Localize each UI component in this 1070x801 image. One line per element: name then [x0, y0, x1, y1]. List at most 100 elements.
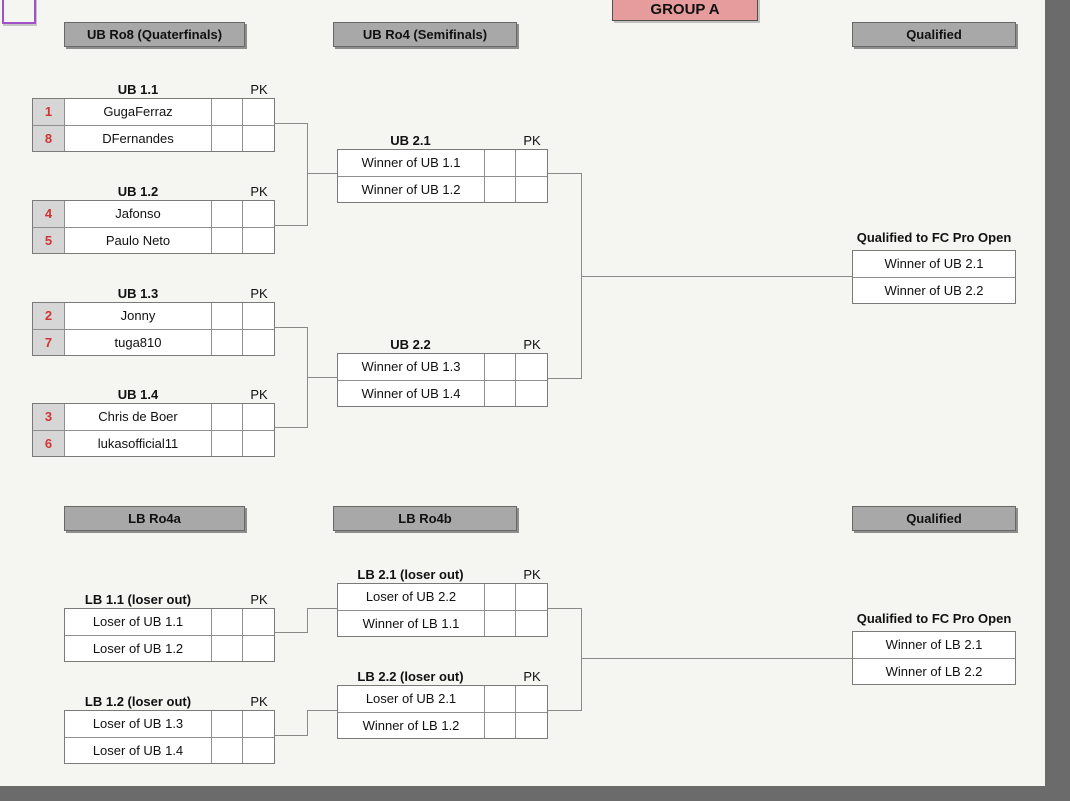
score-cell[interactable] — [484, 584, 515, 610]
player-name-cell: Loser of UB 1.2 — [92, 640, 184, 656]
pk-cell[interactable] — [515, 354, 547, 380]
score-cell[interactable] — [211, 99, 242, 125]
pk-cell[interactable] — [242, 125, 274, 151]
player-row: 2 Jonny — [33, 303, 274, 329]
header-lb-qualified[interactable]: Qualified — [852, 506, 1016, 531]
pk-column-label: PK — [250, 592, 268, 607]
pk-cell[interactable] — [242, 201, 274, 227]
pk-cell[interactable] — [242, 227, 274, 253]
pk-cell[interactable] — [515, 686, 547, 712]
player-row: Loser of UB 2.1 — [338, 686, 547, 712]
bracket-connector — [275, 123, 307, 124]
bracket-connector — [307, 710, 337, 711]
pk-column-label: PK — [250, 184, 268, 199]
score-cell[interactable] — [211, 737, 242, 763]
player-name-cell: Jonny — [120, 308, 156, 324]
pk-cell[interactable] — [515, 584, 547, 610]
pk-cell[interactable] — [515, 380, 547, 406]
player-row: 7 tuga810 — [33, 328, 274, 355]
header-lb-ro4b[interactable]: LB Ro4b — [333, 506, 517, 531]
qualified-row: Winner of LB 2.2 — [853, 657, 1015, 685]
player-name-cell: Winner of UB 1.1 — [361, 155, 461, 171]
header-ub-qualified[interactable]: Qualified — [852, 22, 1016, 47]
qualified-row: Winner of UB 2.1 — [853, 251, 1015, 277]
score-cell[interactable] — [484, 686, 515, 712]
player-name-cell: Chris de Boer — [98, 409, 178, 425]
pk-cell[interactable] — [515, 150, 547, 176]
player-row: Winner of LB 1.1 — [338, 609, 547, 636]
match-title: LB 2.2 (loser out) — [357, 669, 464, 684]
pk-cell[interactable] — [515, 610, 547, 636]
pk-column-label: PK — [523, 337, 541, 352]
right-frame-bar — [1045, 0, 1070, 801]
pk-cell[interactable] — [242, 635, 274, 661]
score-cell[interactable] — [484, 712, 515, 738]
score-cell[interactable] — [211, 430, 242, 456]
player-name-cell: GugaFerraz — [103, 104, 173, 120]
seed-cell: 5 — [33, 227, 65, 253]
seed-cell: 7 — [33, 329, 65, 355]
pk-cell[interactable] — [242, 737, 274, 763]
pk-cell[interactable] — [242, 711, 274, 737]
match-title: LB 1.2 (loser out) — [84, 694, 192, 709]
player-name-cell: Winner of UB 1.2 — [361, 181, 461, 197]
player-row: Winner of UB 1.1 — [338, 150, 547, 176]
qualified-row: Winner of UB 2.2 — [853, 276, 1015, 304]
pk-cell[interactable] — [242, 99, 274, 125]
match-title: UB 1.4 — [117, 387, 159, 402]
score-cell[interactable] — [211, 404, 242, 430]
qualified-title: Qualified to FC Pro Open — [856, 230, 1012, 245]
score-cell[interactable] — [211, 711, 242, 737]
bracket-connector — [275, 225, 307, 226]
player-row: 6 lukasofficial11 — [33, 429, 274, 456]
pk-cell[interactable] — [242, 430, 274, 456]
bracket-connector — [548, 173, 581, 174]
player-name-cell: Winner of UB 1.3 — [361, 359, 461, 375]
score-cell[interactable] — [211, 635, 242, 661]
score-cell[interactable] — [211, 609, 242, 635]
player-row: 1 GugaFerraz — [33, 99, 274, 125]
pk-cell[interactable] — [242, 303, 274, 329]
match-lb-1-2: LB 1.2 (loser out) PK Loser of UB 1.3 Lo… — [64, 694, 275, 764]
pk-column-label: PK — [250, 286, 268, 301]
score-cell[interactable] — [211, 329, 242, 355]
bracket-connector — [307, 608, 337, 609]
score-cell[interactable] — [484, 176, 515, 202]
header-ub-ro4[interactable]: UB Ro4 (Semifinals) — [333, 22, 517, 47]
group-a-button[interactable]: GROUP A — [612, 0, 758, 21]
score-cell[interactable] — [484, 150, 515, 176]
score-cell[interactable] — [484, 610, 515, 636]
score-cell[interactable] — [484, 380, 515, 406]
score-cell[interactable] — [211, 201, 242, 227]
match-lb-1-1: LB 1.1 (loser out) PK Loser of UB 1.1 Lo… — [64, 592, 275, 662]
player-name-cell: Loser of UB 1.1 — [92, 614, 184, 630]
seed-cell: 3 — [33, 404, 65, 430]
pk-cell[interactable] — [242, 609, 274, 635]
qualified-slot: Winner of LB 2.2 — [885, 663, 983, 679]
qualified-slot: Winner of UB 2.1 — [884, 256, 984, 272]
pk-column-label: PK — [523, 133, 541, 148]
pk-cell[interactable] — [242, 329, 274, 355]
player-name-cell: lukasofficial11 — [97, 435, 179, 451]
score-cell[interactable] — [211, 125, 242, 151]
header-lb-ro4a[interactable]: LB Ro4a — [64, 506, 245, 531]
match-lb-2-1: LB 2.1 (loser out) PK Loser of UB 2.2 Wi… — [337, 567, 548, 637]
match-title: UB 2.1 — [390, 133, 431, 148]
match-ub-1-2: UB 1.2 PK 4 Jafonso 5 Paulo Neto — [32, 184, 275, 254]
player-row: Winner of UB 1.3 — [338, 354, 547, 380]
pk-cell[interactable] — [242, 404, 274, 430]
pk-cell[interactable] — [515, 176, 547, 202]
bracket-connector — [307, 608, 308, 633]
qualified-title: Qualified to FC Pro Open — [856, 611, 1012, 626]
score-cell[interactable] — [484, 354, 515, 380]
pk-column-label: PK — [250, 82, 268, 97]
player-name-cell: Paulo Neto — [105, 232, 171, 248]
score-cell[interactable] — [211, 303, 242, 329]
header-ub-ro8[interactable]: UB Ro8 (Quaterfinals) — [64, 22, 245, 47]
pk-cell[interactable] — [515, 712, 547, 738]
score-cell[interactable] — [211, 227, 242, 253]
player-row: Loser of UB 2.2 — [338, 584, 547, 610]
bottom-frame-bar — [0, 786, 1070, 801]
player-name-cell: Jafonso — [115, 206, 161, 222]
bracket-connector — [548, 710, 581, 711]
